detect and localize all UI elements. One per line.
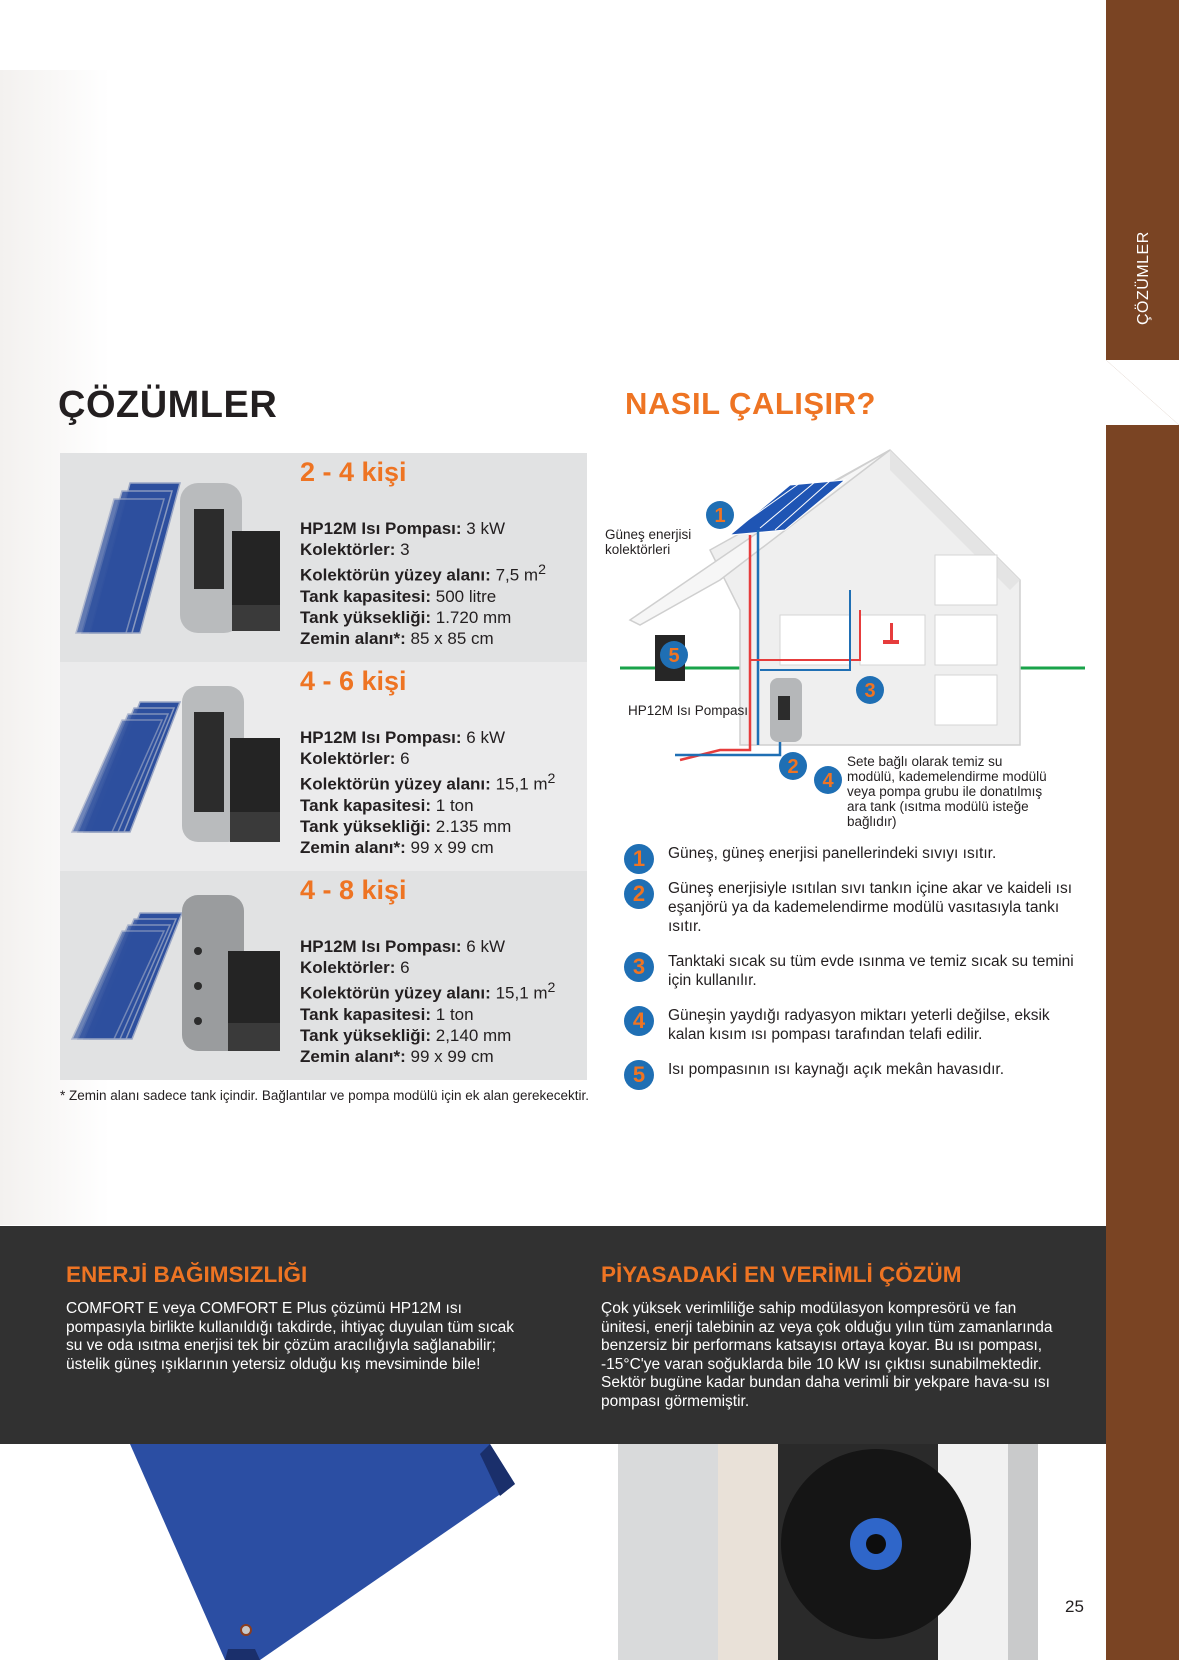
step-item: 3 Tanktaki sıcak su tüm evde ısınma ve t… [624, 952, 1084, 990]
how-it-works-title: NASIL ÇALIŞIR? [625, 386, 876, 421]
solution-card: 2 - 4 kişi HP12M Isı Pompası: 3 kW Kolek… [60, 453, 587, 662]
spec-row: Kolektörler: 3 [300, 540, 410, 559]
spec-row: Tank yüksekliği: 2,140 mm [300, 1025, 512, 1045]
step-text: Güneş enerjisiyle ısıtılan sıvı tankın i… [668, 880, 1073, 935]
feature-text: COMFORT E veya COMFORT E Plus çözümü HP1… [66, 1300, 514, 1373]
tank-label: Sete bağlı olarak temiz su modülü, kadem… [847, 754, 1047, 829]
feature-title: PİYASADAKİ EN VERİMLİ ÇÖZÜM [601, 1262, 962, 1287]
spec-row: Zemin alanı*: 99 x 99 cm [300, 837, 494, 857]
spec-row: Kolektörün yüzey alanı: 15,1 m2 [300, 771, 556, 794]
spec-row: Kolektörün yüzey alanı: 15,1 m2 [300, 980, 556, 1003]
house-diagram: 1 2 3 4 5 [620, 449, 1085, 794]
step-item: 5 Isı pompasının ısı kaynağı açık mekân … [624, 1060, 1084, 1090]
side-label-text: ÇÖZÜMLER [1135, 231, 1152, 325]
spec-row: Kolektörler: 6 [300, 958, 410, 977]
spec-row: Tank kapasitesi: 1 ton [300, 1004, 474, 1024]
step-number: 4 [624, 1006, 654, 1036]
solar-collector-photo [130, 1444, 515, 1660]
step-number: 1 [624, 844, 654, 874]
svg-text:3: 3 [864, 680, 875, 702]
svg-text:2: 2 [787, 756, 798, 778]
step-text: Tanktaki sıcak su tüm evde ısınma ve tem… [668, 953, 1074, 989]
solution-specs: HP12M Isı Pompası: 6 kW Kolektörler: 6 K… [300, 936, 555, 1067]
step-text: Güneşin yaydığı radyasyon miktarı yeterl… [668, 1007, 1050, 1043]
pump-label: HP12M Isı Pompası [628, 703, 749, 718]
diagram-marker: 4 [814, 766, 842, 794]
step-number: 3 [624, 952, 654, 982]
step-item: 4 Güneşin yaydığı radyasyon miktarı yete… [624, 1006, 1084, 1044]
heat-pump-interior-photo [618, 1444, 1038, 1660]
diagram-marker: 2 [779, 752, 807, 780]
collector-label: Güneş enerjisi kolektörleri [605, 527, 692, 557]
product-image [70, 686, 280, 842]
spec-row: HP12M Isı Pompası: 3 kW [300, 519, 506, 538]
step-item: 1 Güneş, güneş enerjisi panellerindeki s… [624, 844, 1084, 874]
spec-row: Tank kapasitesi: 500 litre [300, 586, 497, 606]
side-band-top [1106, 0, 1179, 360]
svg-text:5: 5 [668, 645, 679, 667]
spec-row: Tank yüksekliği: 2.135 mm [300, 816, 512, 836]
feature-band: ENERJİ BAĞIMSIZLIĞI COMFORT E veya COMFO… [0, 1226, 1106, 1444]
step-number: 2 [624, 879, 654, 909]
step-number: 5 [624, 1060, 654, 1090]
page-number: 25 [1065, 1597, 1084, 1616]
solution-title: 2 - 4 kişi [300, 457, 407, 487]
step-item: 2 Güneş enerjisiyle ısıtılan sıvı tankın… [624, 879, 1084, 936]
page-title: ÇÖZÜMLER [58, 384, 278, 426]
side-band-bottom [1106, 360, 1179, 1660]
step-text: Güneş, güneş enerjisi panellerindeki sıv… [668, 845, 997, 862]
spec-row: Kolektörler: 6 [300, 749, 410, 768]
diagram-marker: 1 [706, 501, 734, 529]
spec-row: HP12M Isı Pompası: 6 kW [300, 937, 506, 956]
feature-title: ENERJİ BAĞIMSIZLIĞI [66, 1262, 308, 1287]
solution-card: 4 - 8 kişi HP12M Isı Pompası: 6 kW Kolek… [60, 871, 587, 1080]
footnote: * Zemin alanı sadece tank içindir. Bağla… [60, 1088, 590, 1103]
product-image [70, 895, 280, 1051]
solution-specs: HP12M Isı Pompası: 6 kW Kolektörler: 6 K… [300, 727, 555, 858]
solution-card: 4 - 6 kişi HP12M Isı Pompası: 6 kW Kolek… [60, 662, 587, 871]
spec-row: Zemin alanı*: 85 x 85 cm [300, 628, 494, 648]
step-text: Isı pompasının ısı kaynağı açık mekân ha… [668, 1061, 1005, 1078]
svg-text:1: 1 [714, 505, 725, 527]
solution-title: 4 - 8 kişi [300, 875, 407, 905]
spec-row: Tank kapasitesi: 1 ton [300, 795, 474, 815]
solution-specs: HP12M Isı Pompası: 3 kW Kolektörler: 3 K… [300, 518, 546, 649]
feature-text: Çok yüksek verimliliğe sahip modülasyon … [601, 1300, 1053, 1410]
svg-text:4: 4 [822, 770, 834, 792]
spec-row: Zemin alanı*: 99 x 99 cm [300, 1046, 494, 1066]
spec-row: Tank yüksekliği: 1.720 mm [300, 607, 512, 627]
how-it-works-steps: 1 Güneş, güneş enerjisi panellerindeki s… [624, 844, 1084, 1090]
diagram-marker: 3 [856, 676, 884, 704]
product-image [75, 482, 280, 634]
diagram-marker: 5 [660, 641, 688, 669]
spec-row: HP12M Isı Pompası: 6 kW [300, 728, 506, 747]
spec-row: Kolektörün yüzey alanı: 7,5 m2 [300, 562, 546, 585]
solution-title: 4 - 6 kişi [300, 666, 407, 696]
